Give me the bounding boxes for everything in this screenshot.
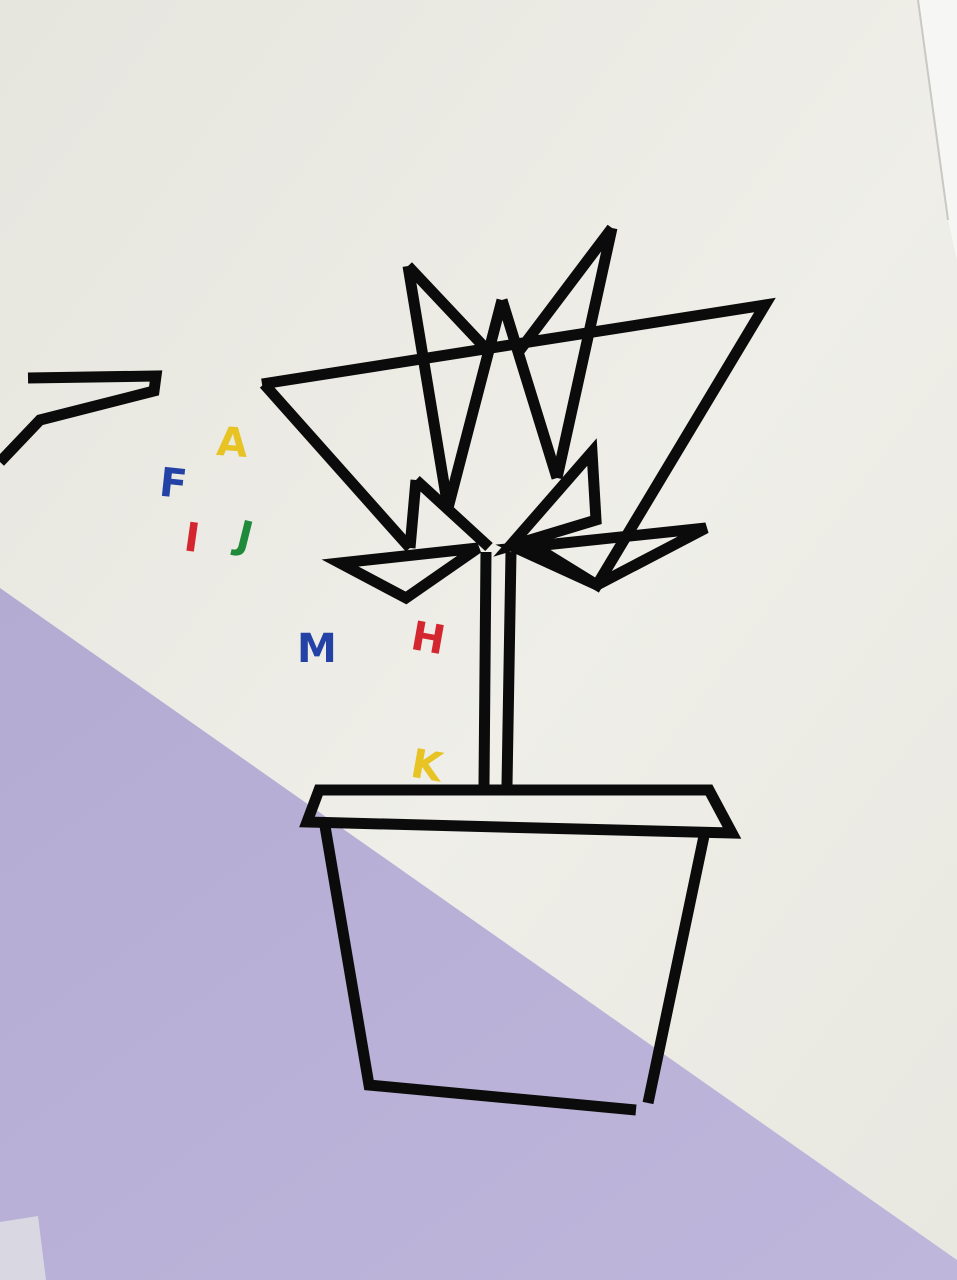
letters: A F I J M H K [157, 419, 448, 792]
letter-i: I [181, 515, 202, 563]
flower-petal-center [442, 298, 563, 510]
stem [478, 551, 517, 786]
leaf-left [321, 542, 482, 605]
tape-drawing [0, 224, 776, 1116]
letter-f: F [157, 460, 189, 509]
letter-a: A [215, 419, 249, 467]
flower-petal-right-tall [515, 224, 618, 480]
flower-petal-left-tall [402, 262, 494, 509]
watering-can-spout [0, 370, 163, 466]
pot-rim [299, 784, 742, 839]
leaf-right [495, 522, 709, 592]
letter-h: H [408, 613, 449, 664]
letter-m: M [297, 626, 337, 672]
flower-left-triangle-edge [259, 380, 415, 552]
purple-wall [0, 588, 957, 1280]
pot-body [319, 825, 710, 1116]
flower-petal-small-right [493, 438, 602, 557]
corner-trim [0, 1216, 46, 1280]
flower-petal-small-left [404, 475, 493, 552]
door-frame-line [917, 0, 949, 221]
